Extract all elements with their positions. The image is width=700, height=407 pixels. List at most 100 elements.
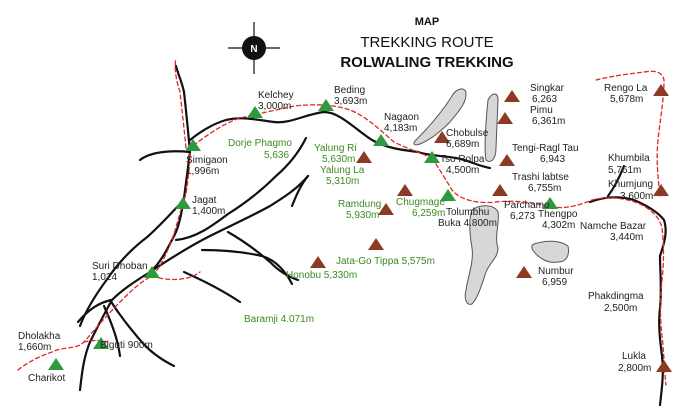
label-parchamo-name: Parchamo <box>504 200 550 211</box>
label-suri-dhoban-name: Suri Dhoban <box>92 261 148 272</box>
label-kelchey-name: Kelchey <box>258 90 294 101</box>
label-lukla-alt: 2,800m <box>618 363 651 374</box>
peak-marker-singkar <box>504 90 520 102</box>
river-east-branch-a <box>174 136 308 242</box>
glacier-tolumbhu <box>464 205 499 305</box>
label-khumbila-alt: 5,761m <box>608 165 641 176</box>
label-tolumbhu-alt: Buka 4.800m <box>438 218 497 229</box>
route-mid-biguti <box>83 339 109 343</box>
label-dorje-phagmo-name: Dorje Phagmo <box>228 138 292 149</box>
label-namche-alt: 3,440m <box>610 232 643 243</box>
peak-marker-pimu <box>497 112 513 124</box>
peak-labels: Dorje Phagmo 5,636 Yalung Ri 5,630m Yalu… <box>228 138 445 325</box>
camp-marker-nagaon <box>373 134 389 146</box>
river-bhote-koshi <box>606 164 626 198</box>
label-yalung-ri-alt: 5,630m <box>322 154 355 165</box>
river-simigaon-trib <box>138 150 192 162</box>
label-honobu: Honobu 5,330m <box>286 270 357 281</box>
camp-marker-jagat <box>175 197 191 209</box>
peak-marker-lukla <box>656 360 672 372</box>
label-khumjung-alt: 3,600m <box>620 191 653 202</box>
camp-marker-beding <box>318 99 334 111</box>
camp-marker-kelchey <box>247 106 263 118</box>
label-simigaon-alt: 1,996m <box>186 166 219 177</box>
label-khumbila-name: Khumbila <box>608 153 650 164</box>
label-dholakha-name: Dholakha <box>18 331 61 342</box>
label-thengpo-alt: 4,302m <box>542 220 575 231</box>
label-jagat-name: Jagat <box>192 195 217 206</box>
label-beding-name: Beding <box>334 85 365 96</box>
glacier-chobulse <box>413 88 467 146</box>
peak-marker-parchamo <box>492 184 508 196</box>
rivers <box>76 64 667 407</box>
peak-marker-chugmage <box>397 184 413 196</box>
label-dholakha-alt: 1,660m <box>18 342 51 353</box>
map-main-title: ROLWALING TREKKING <box>340 54 513 71</box>
label-pimu-alt: 6,361m <box>532 116 565 127</box>
place-labels: Charikot Dholakha 1,660m Biguti 900m Sur… <box>18 83 653 384</box>
label-baramji: Baramji 4.071m <box>244 314 314 325</box>
label-kelchey-alt: 3,000m <box>258 101 291 112</box>
peak-marker-chobulse <box>434 131 450 143</box>
route-west <box>17 104 433 371</box>
label-thengpo-name: Thengpo <box>538 209 578 220</box>
river-tsho-rolpa-outlet <box>454 156 492 170</box>
label-jagat-alt: 1,400m <box>192 206 225 217</box>
label-tengi-name: Tengi-Ragl Tau <box>512 143 579 154</box>
label-parchamo-alt: 6,273 <box>510 211 535 222</box>
route-rengo-la <box>595 70 665 197</box>
map-title-label: MAP <box>415 16 439 28</box>
glaciers <box>413 88 569 305</box>
label-beding-alt: 3,693m <box>334 96 367 107</box>
peak-marker-yalung-ri <box>356 151 372 163</box>
peak-marker-ramdung <box>378 203 394 215</box>
label-numbur-name: Numbur <box>538 266 574 277</box>
map-subtitle: TREKKING ROUTE <box>360 34 493 51</box>
label-numbur-alt: 6,959 <box>542 277 567 288</box>
label-singkar-name: Singkar <box>530 83 565 94</box>
route-jagat-loop <box>151 271 201 281</box>
river-baramji <box>182 270 242 304</box>
label-tso-rolpa-alt: 4,500m <box>446 165 479 176</box>
camp-marker-dholakha <box>48 358 64 370</box>
label-nagaon-name: Nagaon <box>384 112 419 123</box>
label-trashi-alt: 6,755m <box>528 183 561 194</box>
river-gongar <box>148 174 310 274</box>
label-pimu-name: Pimu <box>530 105 553 116</box>
glacier-tso-rolpa-upper <box>484 93 499 162</box>
camp-marker-simigaon <box>185 139 201 151</box>
camp-marker-tolumbhu <box>440 189 456 201</box>
label-tolumbhu-name: Tolumbhu <box>446 207 489 218</box>
glacier-numbur <box>531 240 569 263</box>
label-yalung-la-alt: 5,310m <box>326 176 359 187</box>
label-dorje-phagmo-alt: 5,636 <box>264 150 289 161</box>
river-dudh-koshi <box>588 196 667 407</box>
peak-marker-rengo-la <box>653 84 669 96</box>
label-phakdingma-name: Phakdingma <box>588 291 644 302</box>
river-south-branch <box>102 304 122 358</box>
trekking-route <box>17 57 667 386</box>
label-simigaon-name: Simigaon <box>186 155 228 166</box>
river-honobu <box>226 230 300 282</box>
title-block: MAP TREKKING ROUTE ROLWALING TREKKING <box>340 16 513 71</box>
peak-marker-tengi <box>499 154 515 166</box>
label-singkar-alt: 6,263 <box>532 94 557 105</box>
river-suri-west <box>76 298 114 324</box>
compass-north-letter: N <box>250 44 257 55</box>
river-upper-north <box>174 64 192 154</box>
label-chugmage-alt: 6,259m <box>412 208 445 219</box>
label-biguti: Biguti 900m <box>100 340 153 351</box>
peak-marker-honobu <box>310 256 326 268</box>
river-east-branch-b <box>200 248 294 286</box>
camp-marker-biguti <box>93 337 109 349</box>
camp-marker-thengpo <box>542 197 558 209</box>
label-lukla-name: Lukla <box>622 351 646 362</box>
camp-markers <box>48 99 558 370</box>
label-charikot: Charikot <box>28 373 65 384</box>
label-phakdingma-alt: 2,500m <box>604 303 637 314</box>
label-rengo-la-alt: 5,678m <box>610 94 643 105</box>
peak-marker-jata-go <box>368 238 384 250</box>
label-yalung-la-name: Yalung La <box>320 165 365 176</box>
